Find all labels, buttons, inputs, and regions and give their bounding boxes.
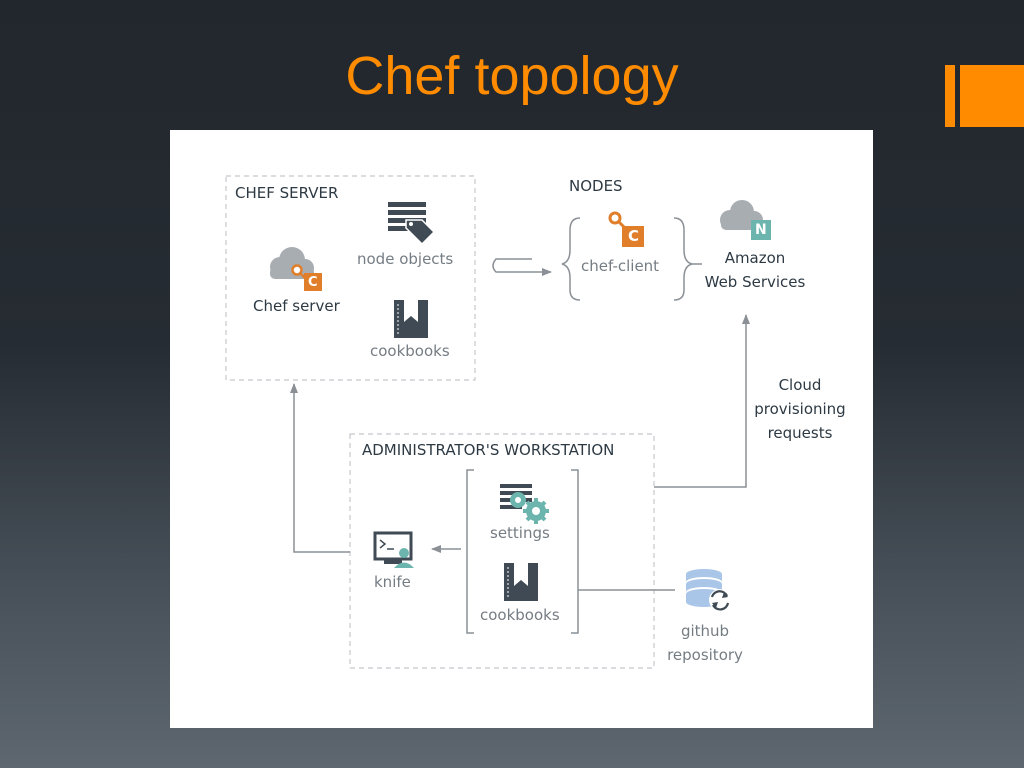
aws-label-line1: Amazon [724,249,786,267]
workstation-heading: ADMINISTRATOR'S WORKSTATION [362,441,615,459]
knife-to-server-arrow [290,383,350,553]
chef-client-brace-left [561,217,581,301]
settings-label: settings [490,524,550,542]
aws-badge-icon [751,220,771,240]
chef-server-label: Chef server [253,297,340,315]
github-database-icon [686,569,731,611]
chef-server-cookbook-icon [394,300,428,338]
topology-diagram: CHEF SERVER node objects Chef server coo… [170,130,873,728]
cloud-requests-line3: requests [767,424,833,442]
workstation-to-aws-arrow [654,314,750,488]
workstation-box [349,433,655,669]
chef-server-badge-icon [291,264,322,291]
workstation-bracket-right [571,469,579,634]
knife-terminal-icon [373,531,414,568]
slide-title: Chef topology [345,46,679,106]
server-to-nodes-arrow [492,258,552,276]
diagram-graphics [225,175,771,669]
workstation-cookbook-icon [504,563,538,601]
node-objects-label: node objects [357,250,454,268]
chef-client-brace-right [673,217,693,301]
workstation-cookbooks-label: cookbooks [480,606,560,624]
settings-icon [500,484,549,524]
chef-server-heading: CHEF SERVER [235,184,339,202]
chef-server-box [225,175,476,381]
aws-label-line2: Web Services [704,273,806,291]
node-objects-icon [388,202,436,246]
knife-label: knife [374,573,411,591]
chef-client-badge-icon [608,211,644,247]
cloud-requests-line2: provisioning [754,400,846,418]
title-decoration-bar-thin [945,65,955,127]
github-label-line1: github [680,622,730,640]
chef-server-badge-letter: C [308,275,318,290]
chef-client-badge-letter: C [628,227,640,245]
workstation-bracket-left [466,469,474,634]
aws-badge-letter: N [755,222,767,238]
chef-client-label: chef-client [581,257,660,275]
chef-server-cookbooks-label: cookbooks [370,342,450,360]
cloud-requests-line1: Cloud [778,376,822,394]
title-decoration-bar-thick [960,65,1024,127]
github-label-line2: repository [667,646,743,664]
nodes-heading: NODES [569,177,623,195]
